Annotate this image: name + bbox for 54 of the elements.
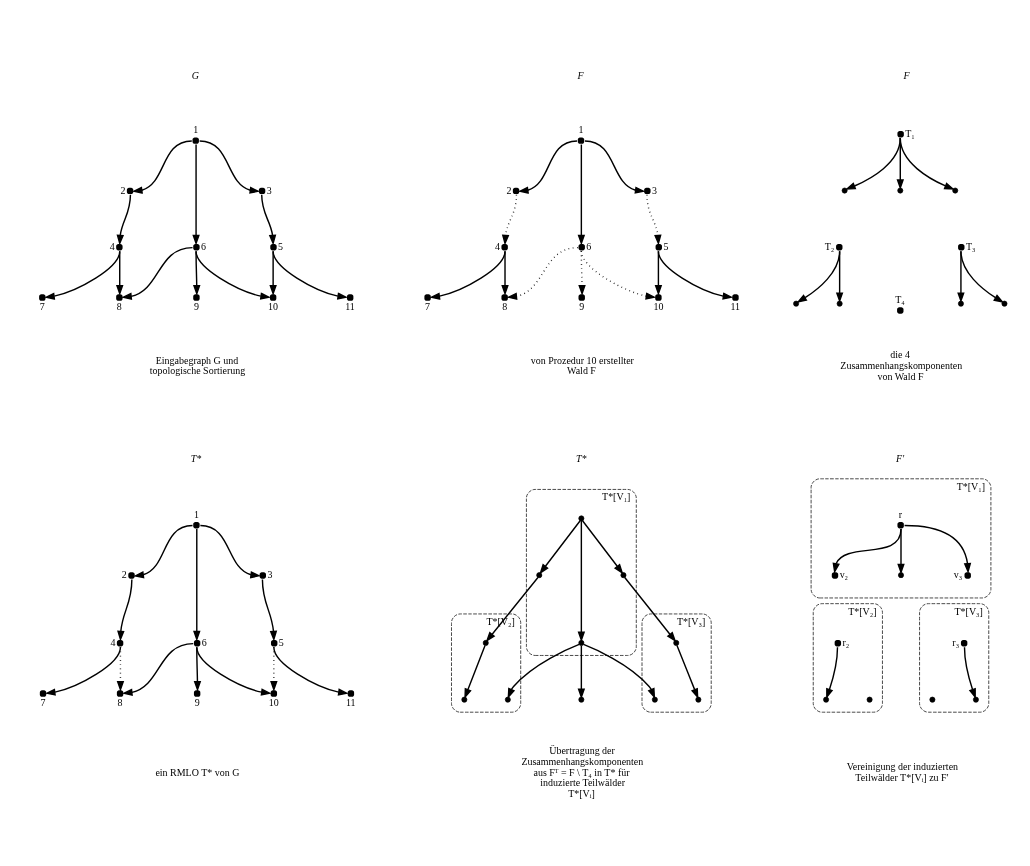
node-label: 11 (345, 300, 355, 312)
node-label: 5 (278, 240, 284, 252)
node-label: 7 (40, 696, 46, 708)
node-label: 3 (266, 184, 272, 196)
node-label: 10 (653, 300, 664, 312)
node-label: 5 (663, 240, 669, 252)
label: T* (190, 452, 202, 464)
node-label: 1 (193, 508, 199, 520)
label: ein RMLO T* von G (155, 766, 240, 778)
node-label: 7 (425, 300, 431, 312)
node-label: 7 (39, 300, 45, 312)
node-label: 2 (121, 568, 127, 580)
node-label: 10 (268, 696, 279, 708)
node-label: 1 (578, 123, 584, 135)
node-label: 8 (116, 300, 122, 312)
node-label: r₂ (842, 636, 850, 648)
node-label: 1 (193, 123, 199, 135)
node-label: 6 (586, 240, 592, 252)
node-label: 2 (506, 184, 512, 196)
node-label: 6 (201, 240, 207, 252)
node-label: 3 (267, 568, 273, 580)
node-label: 8 (502, 300, 508, 312)
label: die 4 Zusammenhangskomponenten von Wald F (840, 348, 963, 382)
node-label: 9 (193, 300, 199, 312)
node-label: r₃ (952, 636, 960, 648)
label: F (903, 69, 910, 81)
label: Eingabegraph G und topologische Sortierung (149, 354, 246, 376)
node-label: T₂ (824, 240, 835, 252)
node-label: 2 (120, 184, 126, 196)
node-label: 4 (110, 636, 116, 648)
node-label: r (898, 508, 903, 520)
label: T* (576, 452, 587, 464)
label: G (191, 69, 199, 81)
node-label: 9 (579, 300, 585, 312)
node-label: 10 (268, 300, 279, 312)
node-label: 4 (109, 240, 115, 252)
node-label: v₃ (953, 568, 963, 580)
node-label: T₃ (965, 240, 976, 252)
node-label: 9 (194, 696, 200, 708)
node-label: 5 (278, 636, 284, 648)
node-label: T₄ (895, 293, 905, 305)
node-label: T₁ (905, 127, 915, 139)
label: Vereinigung der induzierten Teilwälder T*[Vᵢ] zu F′ (846, 760, 959, 783)
label: F′ (896, 452, 905, 464)
node-label: v₂ (839, 568, 849, 580)
node-label: 11 (345, 696, 356, 708)
label: Übertragung der Zusammenhangskomponenten aus Fᵀ = F \ T₄ in T* für induzierte Teilwälder T*[Vᵢ] (521, 744, 644, 799)
node-label: 3 (651, 184, 657, 196)
node-label: 11 (730, 300, 741, 312)
label: von Prozedur 10 erstellter Wald F (530, 354, 634, 376)
node-label: 4 (495, 240, 501, 252)
node-label: 6 (201, 636, 207, 648)
label: F (577, 69, 584, 81)
node-label: 8 (117, 696, 123, 708)
